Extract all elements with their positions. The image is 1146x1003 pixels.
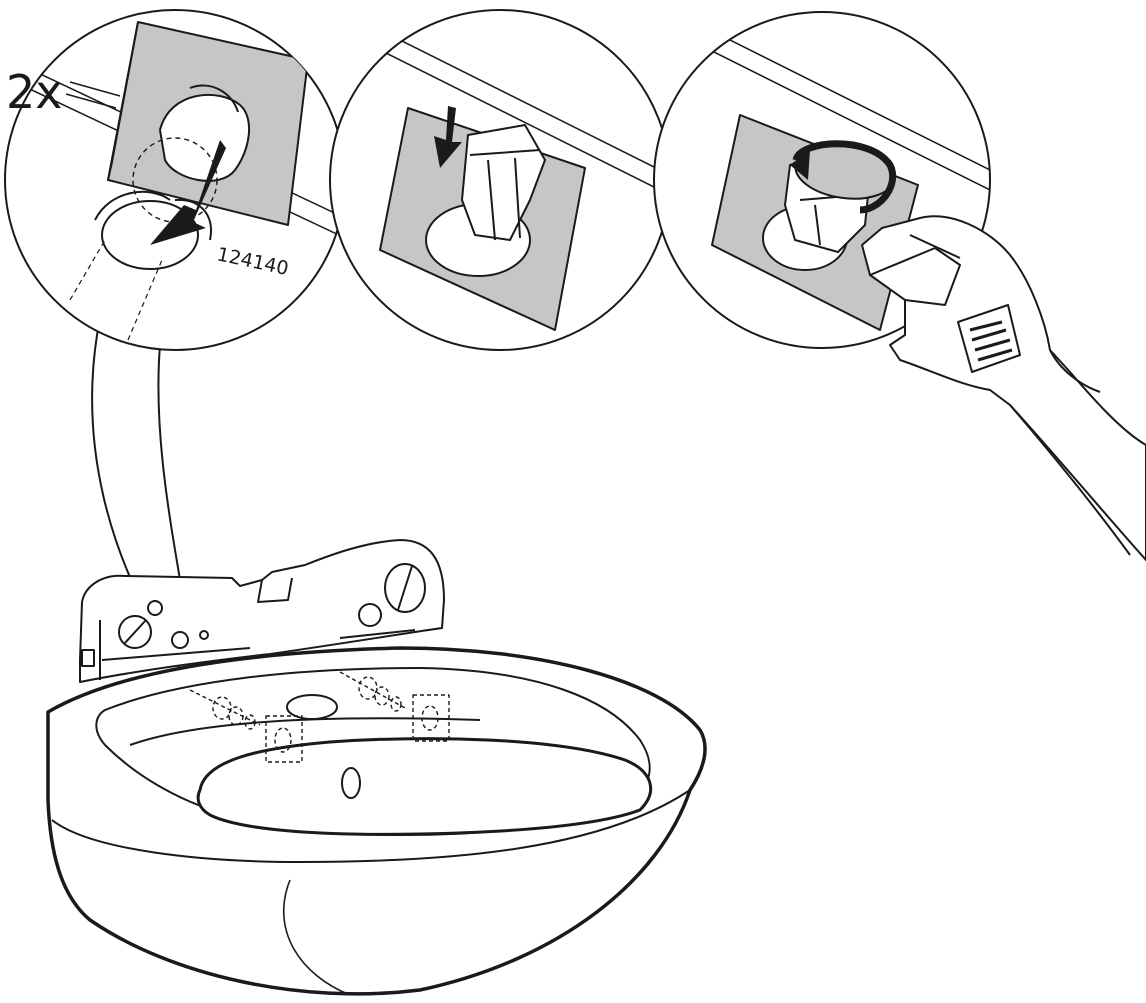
bracket-hole-small bbox=[172, 632, 188, 648]
adjustable-wrench bbox=[862, 216, 1146, 560]
overflow-hole bbox=[342, 768, 360, 798]
wash-basin bbox=[48, 648, 705, 995]
detail-circle-2 bbox=[320, 0, 680, 350]
detail-circle-1: 124140 bbox=[0, 10, 360, 350]
bracket-slot bbox=[82, 650, 94, 666]
quantity-label: 2x bbox=[6, 65, 63, 119]
